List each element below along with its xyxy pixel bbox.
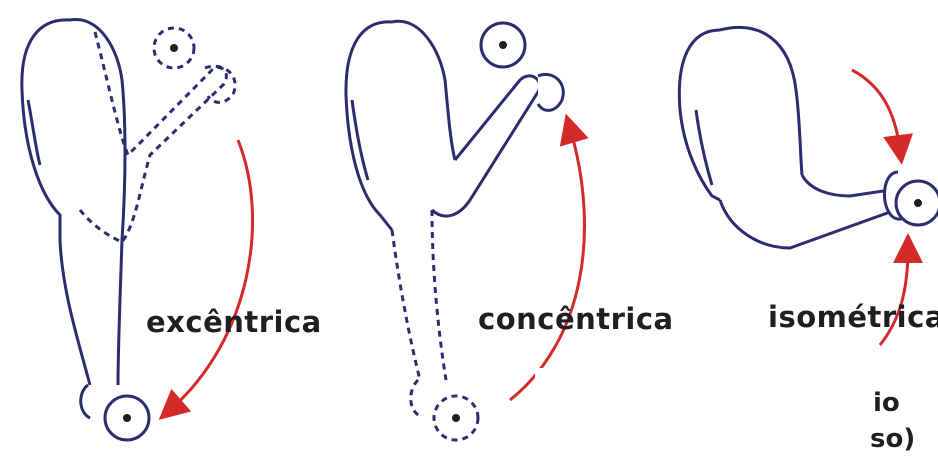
isometric-dumbbell xyxy=(884,172,938,225)
cropped-text-line-2: so) xyxy=(870,424,915,454)
concentric-forearm xyxy=(432,76,540,216)
eccentric-start-forearm xyxy=(80,28,235,242)
cropped-text-line-1: io xyxy=(873,388,900,418)
concentric-start-forearm xyxy=(392,210,478,440)
eccentric-upper-arm xyxy=(22,20,125,385)
concentric-arrow xyxy=(510,128,584,400)
label-eccentric: excêntrica xyxy=(146,305,322,339)
concentric-dumbbell-low-center xyxy=(452,414,460,422)
isometric-arrow-top xyxy=(852,70,900,150)
label-isometric: isométrica xyxy=(768,300,938,334)
isometric-panel xyxy=(679,28,938,346)
isometric-forearm xyxy=(720,175,890,248)
eccentric-dumbbell-low xyxy=(81,385,149,440)
eccentric-dumbbell-high-center xyxy=(170,44,178,52)
concentric-dumbbell-high xyxy=(481,23,563,110)
concentric-upper-arm xyxy=(346,21,455,230)
eccentric-arrow xyxy=(170,140,253,410)
white-cover-block xyxy=(535,368,865,461)
eccentric-panel xyxy=(22,20,253,440)
concentric-tricep xyxy=(352,100,368,180)
label-concentric: concêntrica xyxy=(478,302,674,336)
